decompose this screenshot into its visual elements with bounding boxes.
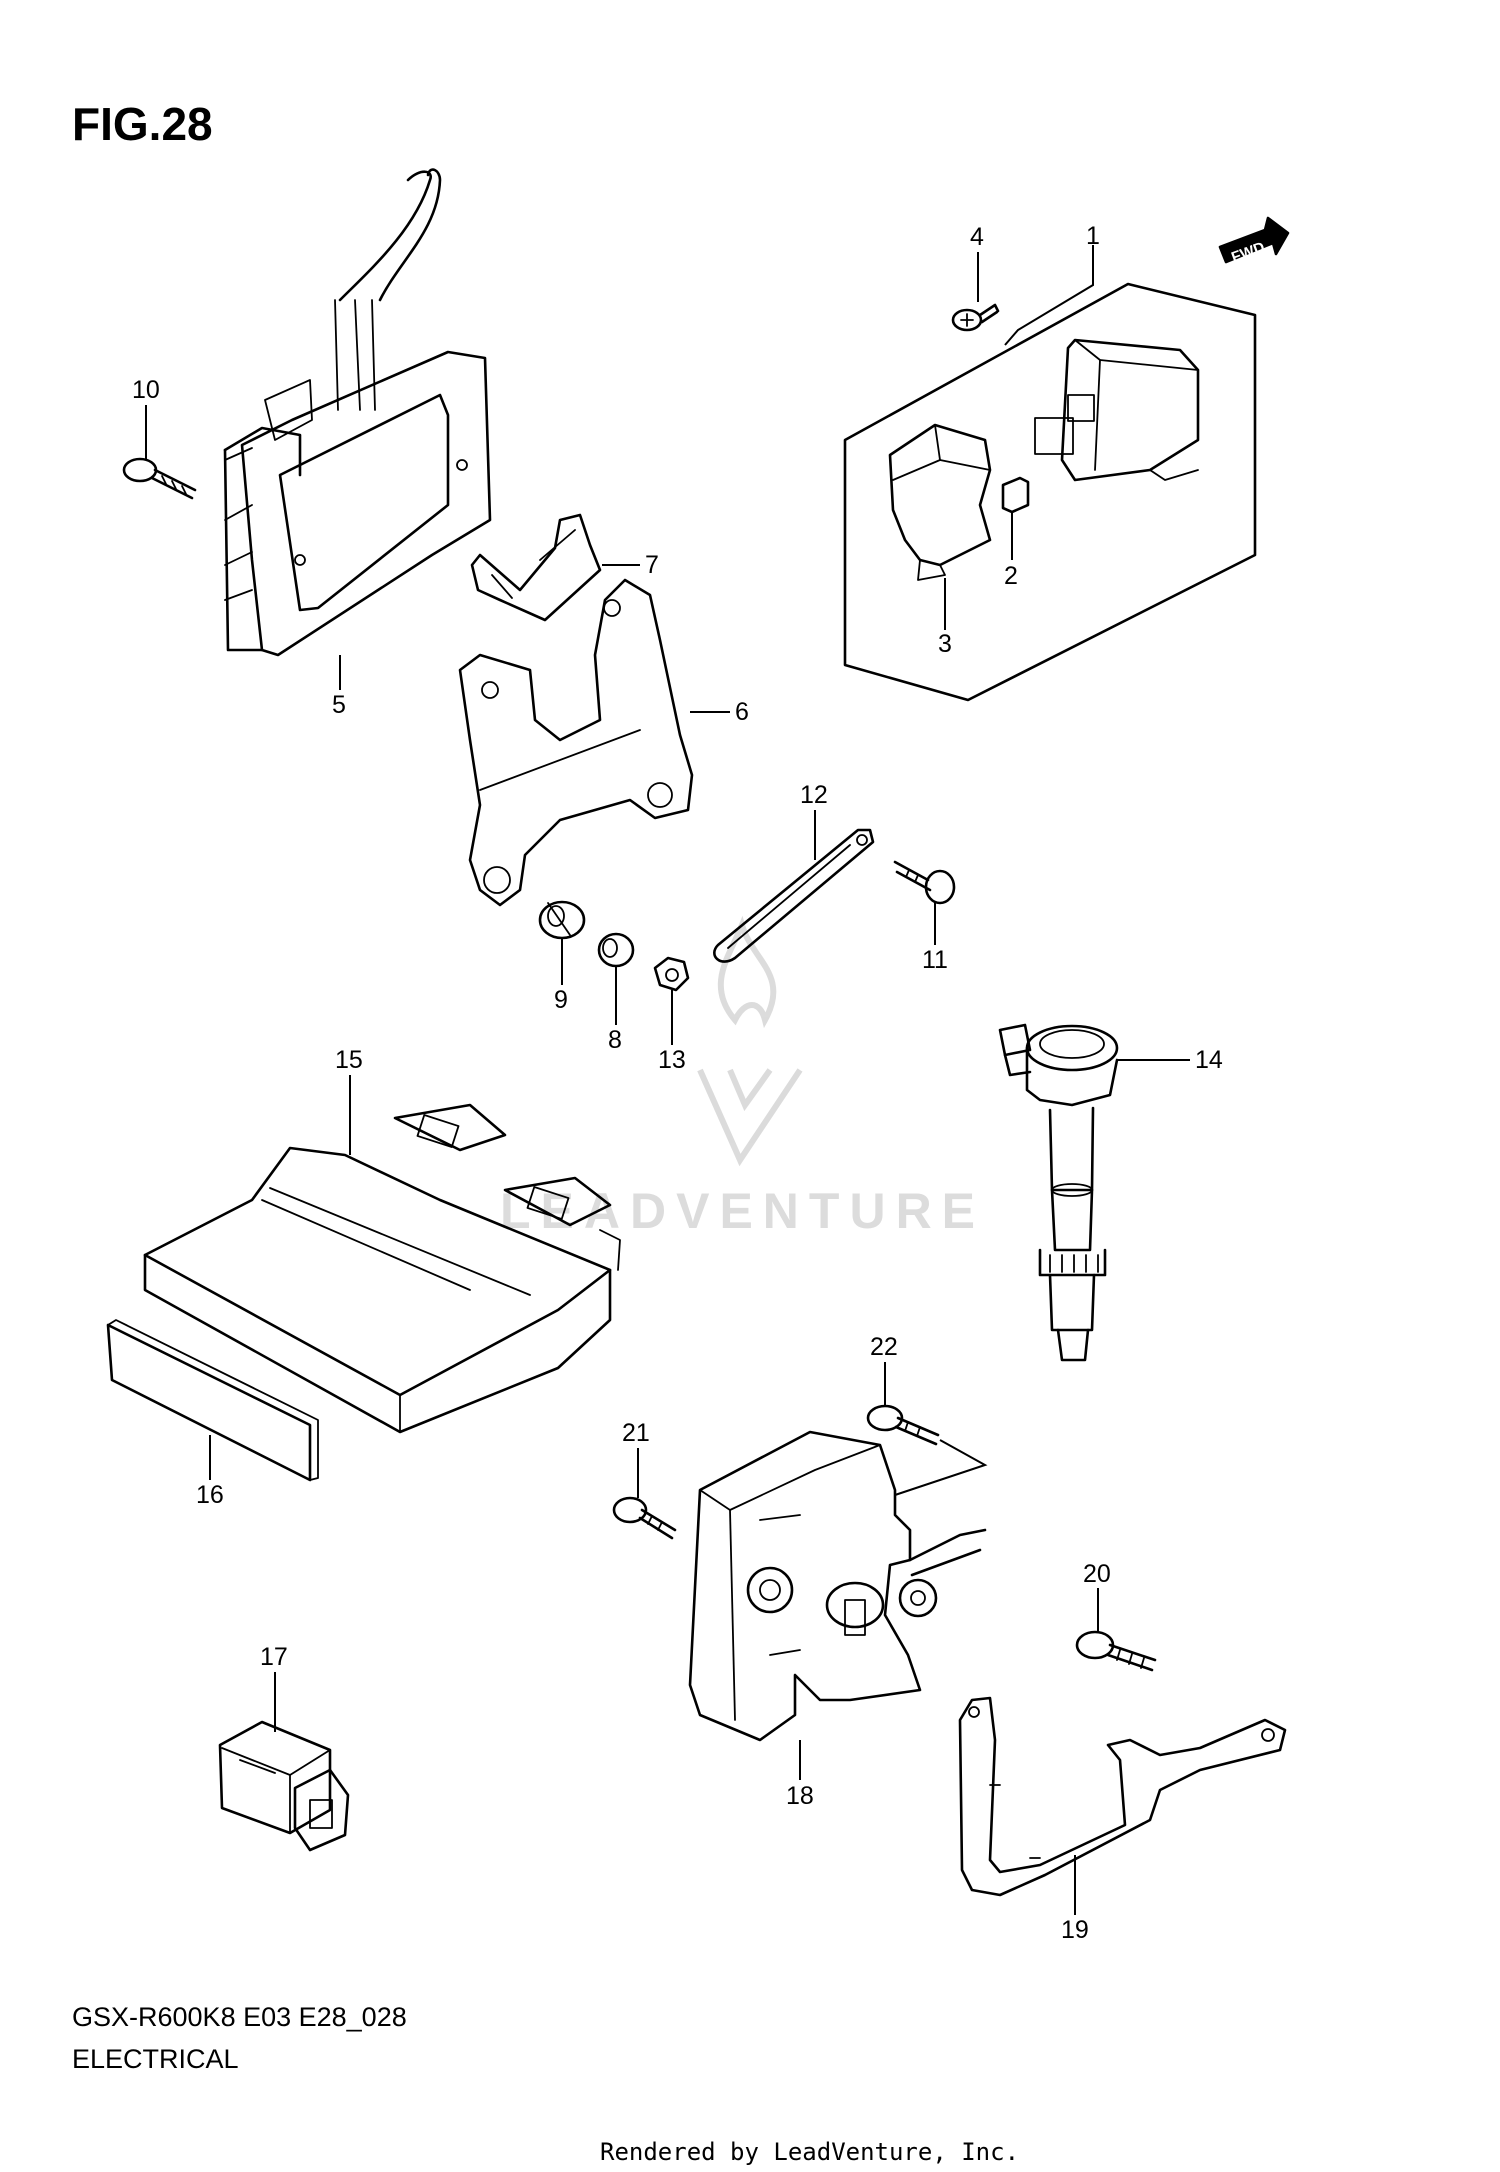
- callout-1: 1: [1086, 222, 1100, 250]
- figure-title: FIG.28: [72, 98, 213, 150]
- screw-icon: [951, 303, 1000, 332]
- callout-13: 13: [658, 1046, 686, 1074]
- regulator-rectifier-icon: [223, 168, 492, 657]
- bolt-icon: [893, 860, 956, 905]
- ignition-coil-icon: [998, 1023, 1119, 1362]
- actuator-icon: [688, 1430, 987, 1742]
- callout-18: 18: [786, 1782, 814, 1810]
- callout-8: 8: [608, 1026, 622, 1054]
- watermark-logo: [697, 915, 803, 1167]
- watermark-text: LEADVENTURE: [500, 1183, 985, 1239]
- relay-assembly-icon: [843, 282, 1257, 702]
- section-name: ELECTRICAL: [72, 2044, 239, 2074]
- band-icon: [713, 828, 875, 963]
- bolt-icon: [866, 1404, 940, 1446]
- bracket-icon: [958, 1696, 1287, 1897]
- callout-19: 19: [1061, 1916, 1089, 1944]
- callout-12: 12: [800, 781, 828, 809]
- ecm-unit-icon: [143, 1103, 621, 1434]
- callout-5: 5: [332, 691, 346, 719]
- callout-7: 7: [645, 551, 659, 579]
- callout-17: 17: [260, 1643, 288, 1671]
- clip-bracket-icon: [470, 513, 602, 622]
- bolt-icon: [1075, 1630, 1157, 1672]
- nut-icon: [653, 956, 690, 992]
- callout-9: 9: [554, 986, 568, 1014]
- bolt-icon: [122, 457, 197, 500]
- callout-6: 6: [735, 698, 749, 726]
- callout-labels: 1 2 3 4 5 6 7 8 9 10 11 12 13 14 15 16 1…: [132, 222, 1223, 1944]
- cushion-pad-icon: [106, 1319, 319, 1482]
- callout-15: 15: [335, 1046, 363, 1074]
- footer-credit: Rendered by LeadVenture, Inc.: [600, 2138, 1019, 2166]
- callout-10: 10: [132, 376, 160, 404]
- relay-cover-icon: [888, 423, 992, 581]
- callout-leaders: [145, 250, 1190, 1915]
- connector-icon: [218, 1720, 350, 1852]
- grommet-icon: [538, 900, 586, 940]
- callout-20: 20: [1083, 1560, 1111, 1588]
- callout-21: 21: [622, 1419, 650, 1447]
- bolt-icon: [612, 1496, 677, 1540]
- collar-icon: [597, 932, 635, 968]
- callout-14: 14: [1195, 1046, 1223, 1074]
- callout-16: 16: [196, 1481, 224, 1509]
- callout-22: 22: [870, 1333, 898, 1361]
- callout-3: 3: [938, 630, 952, 658]
- bracket-icon: [458, 578, 694, 907]
- fwd-arrow-icon: FWD: [1218, 216, 1290, 266]
- callout-11: 11: [922, 946, 948, 974]
- callout-2: 2: [1004, 562, 1018, 590]
- model-code: GSX-R600K8 E03 E28_028: [72, 2002, 407, 2032]
- fuse-icon: [1001, 476, 1030, 514]
- callout-4: 4: [970, 223, 984, 251]
